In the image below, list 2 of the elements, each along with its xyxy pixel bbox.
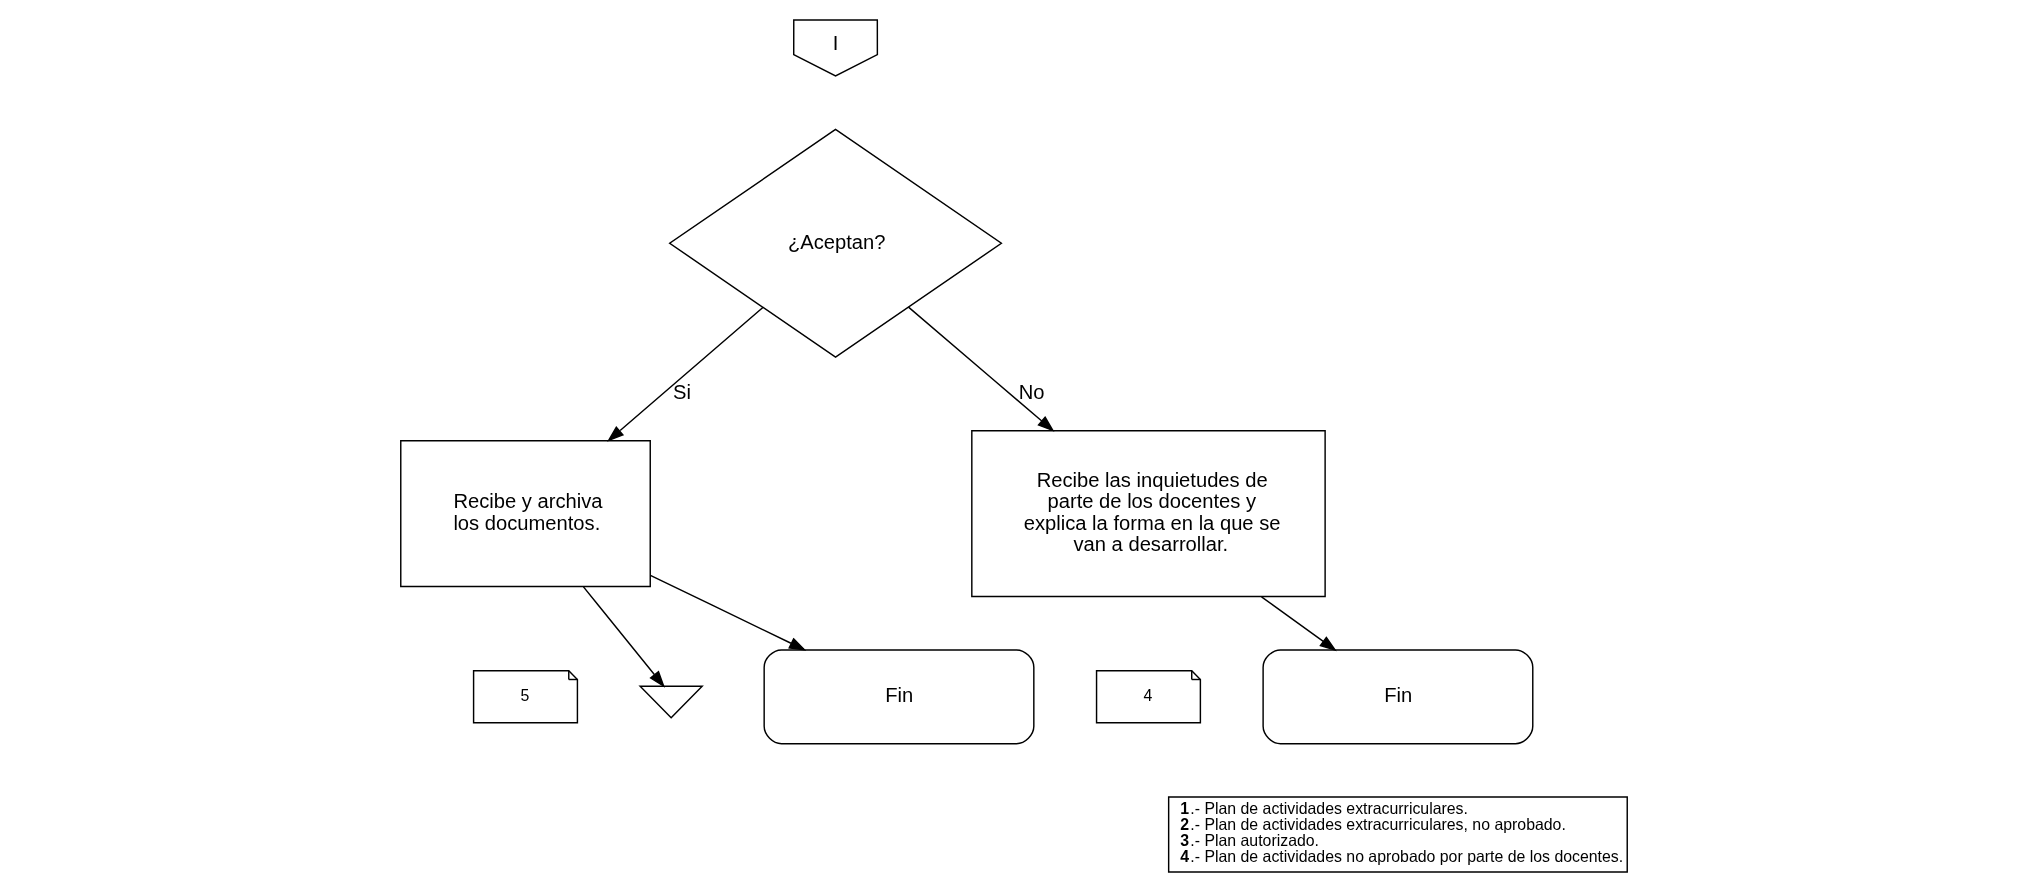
edge-label: Si (672, 381, 691, 404)
edge-label: No (1018, 381, 1045, 404)
